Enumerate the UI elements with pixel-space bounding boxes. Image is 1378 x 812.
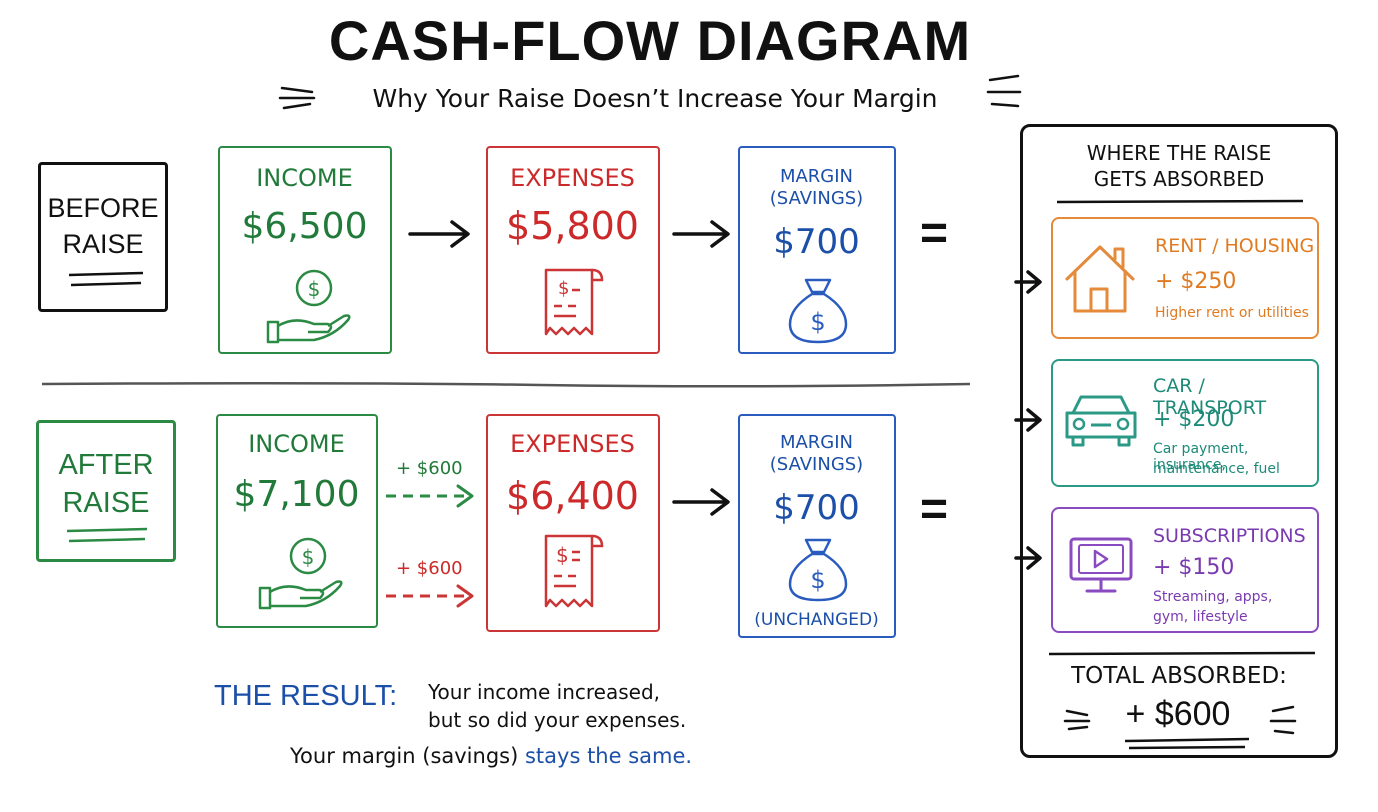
page-subtitle: Why Your Raise Doesn’t Increase Your Mar… xyxy=(372,84,938,113)
margin-value: $700 xyxy=(773,222,860,262)
total-absorbed-value: + $600 xyxy=(1125,695,1231,733)
after-expenses-box: EXPENSES $6,400 $ xyxy=(486,414,660,632)
margin-label-line1: MARGIN xyxy=(779,166,854,187)
item-desc-line1: Higher rent or utilities xyxy=(1155,305,1309,321)
svg-text:$: $ xyxy=(302,545,315,569)
absorbed-item-subscriptions: SUBSCRIPTIONS + $150 Streaming, apps, gy… xyxy=(1051,507,1319,633)
result-line-2: but so did your expenses. xyxy=(428,708,687,732)
absorbed-heading-line2: GETS ABSORBED xyxy=(1093,167,1265,191)
after-label-line2: RAISE xyxy=(62,487,150,519)
after-arrow xyxy=(672,488,730,516)
page-title: CASH-FLOW DIAGRAM xyxy=(328,9,972,72)
margin-label-line2: (SAVINGS) xyxy=(769,188,864,209)
absorbed-item-car: CAR / TRANSPORT + $200 Car payment, insu… xyxy=(1051,359,1319,487)
svg-text:$: $ xyxy=(810,308,825,336)
income-label: INCOME xyxy=(256,164,353,192)
money-bag-icon: $ xyxy=(788,538,848,602)
right-emphasis-strokes xyxy=(986,74,1022,108)
total-divider xyxy=(1048,651,1316,656)
item-desc-line2: gym, lifestyle xyxy=(1153,609,1248,625)
after-income-box: INCOME $7,100 $ xyxy=(216,414,378,628)
total-absorbed-label: TOTAL ABSORBED: xyxy=(1071,663,1287,689)
underline-strokes xyxy=(68,271,144,287)
after-margin-box: MARGIN (SAVINGS) $700 $ (UNCHANGED) xyxy=(738,414,896,638)
income-value: $6,500 xyxy=(241,206,368,247)
margin-label-line1: MARGIN xyxy=(779,432,854,453)
item-amount: + $150 xyxy=(1153,555,1235,580)
before-expenses-box: EXPENSES $5,800 $ xyxy=(486,146,660,354)
after-raise-label-box: AFTER RAISE xyxy=(36,420,176,562)
house-icon xyxy=(1065,245,1135,313)
total-left-strokes xyxy=(1063,709,1091,731)
income-value: $7,100 xyxy=(233,474,360,515)
income-label: INCOME xyxy=(248,430,345,458)
expenses-value: $5,800 xyxy=(506,204,639,248)
item-desc-line1: Streaming, apps, xyxy=(1153,589,1273,605)
money-bag-icon: $ xyxy=(788,278,848,344)
receipt-icon: $ xyxy=(544,268,604,336)
car-icon xyxy=(1065,395,1137,447)
receipt-icon: $ xyxy=(544,534,604,608)
before-margin-box: MARGIN (SAVINGS) $700 $ xyxy=(738,146,896,354)
absorbed-heading-line1: WHERE THE RAISE xyxy=(1086,141,1272,165)
result-heading: THE RESULT: xyxy=(214,680,398,712)
before-arrow-1 xyxy=(408,220,470,248)
item-amount: + $200 xyxy=(1153,407,1235,432)
svg-text:$: $ xyxy=(308,277,321,301)
svg-text:$: $ xyxy=(558,278,569,299)
total-right-strokes xyxy=(1269,705,1297,735)
item-title: CAR / TRANSPORT xyxy=(1153,375,1267,419)
panel-arrow-car xyxy=(1014,408,1042,432)
expenses-label: EXPENSES xyxy=(510,164,635,192)
item-amount: + $250 xyxy=(1155,269,1237,294)
before-label-line1: BEFORE xyxy=(47,193,159,223)
absorbed-item-rent: RENT / HOUSING + $250 Higher rent or uti… xyxy=(1051,217,1319,339)
income-increase-dashed-arrow xyxy=(386,484,474,508)
before-label-line2: RAISE xyxy=(62,229,144,259)
expenses-increase-dashed-arrow xyxy=(386,584,474,608)
result-line-3: Your margin (savings) stays the same. xyxy=(290,744,692,768)
expenses-increase-label: + $600 xyxy=(396,558,463,579)
hand-coin-icon: $ xyxy=(266,269,351,344)
panel-arrow-subscriptions xyxy=(1014,546,1042,570)
item-desc-line1: Car payment, insurance, xyxy=(1153,441,1249,473)
income-increase-label: + $600 xyxy=(396,458,463,479)
result-line-3-highlight: stays the same. xyxy=(524,744,693,768)
svg-text:$: $ xyxy=(810,566,825,594)
tv-play-icon xyxy=(1069,537,1133,593)
result-line-3-prefix: Your margin (savings) xyxy=(290,744,519,768)
underline-strokes xyxy=(66,527,148,543)
margin-value: $700 xyxy=(773,488,860,528)
margin-label-line2: (SAVINGS) xyxy=(769,454,864,475)
before-raise-label-box: BEFORE RAISE xyxy=(38,162,168,312)
hand-coin-icon: $ xyxy=(258,537,343,610)
after-label-line1: AFTER xyxy=(58,449,154,481)
heading-underline xyxy=(1056,199,1304,204)
total-underline xyxy=(1124,737,1250,750)
item-title: SUBSCRIPTIONS xyxy=(1153,525,1306,547)
svg-text:$: $ xyxy=(556,543,569,567)
expenses-value: $6,400 xyxy=(506,474,639,518)
expenses-label: EXPENSES xyxy=(510,430,635,458)
panel-arrow-rent xyxy=(1014,270,1042,294)
margin-unchanged-note: (UNCHANGED) xyxy=(754,610,879,630)
item-desc-line2: maintenance, fuel xyxy=(1153,461,1280,477)
before-income-box: INCOME $6,500 $ xyxy=(218,146,392,354)
absorbed-panel: WHERE THE RAISE GETS ABSORBED RENT / HOU… xyxy=(1020,124,1338,758)
after-equals-sign: = xyxy=(919,483,949,536)
left-emphasis-strokes xyxy=(278,86,316,110)
row-divider xyxy=(41,381,971,388)
before-arrow-2 xyxy=(672,220,730,248)
item-title: RENT / HOUSING xyxy=(1155,235,1315,257)
before-equals-sign: = xyxy=(919,207,949,260)
result-line-1: Your income increased, xyxy=(428,680,661,704)
